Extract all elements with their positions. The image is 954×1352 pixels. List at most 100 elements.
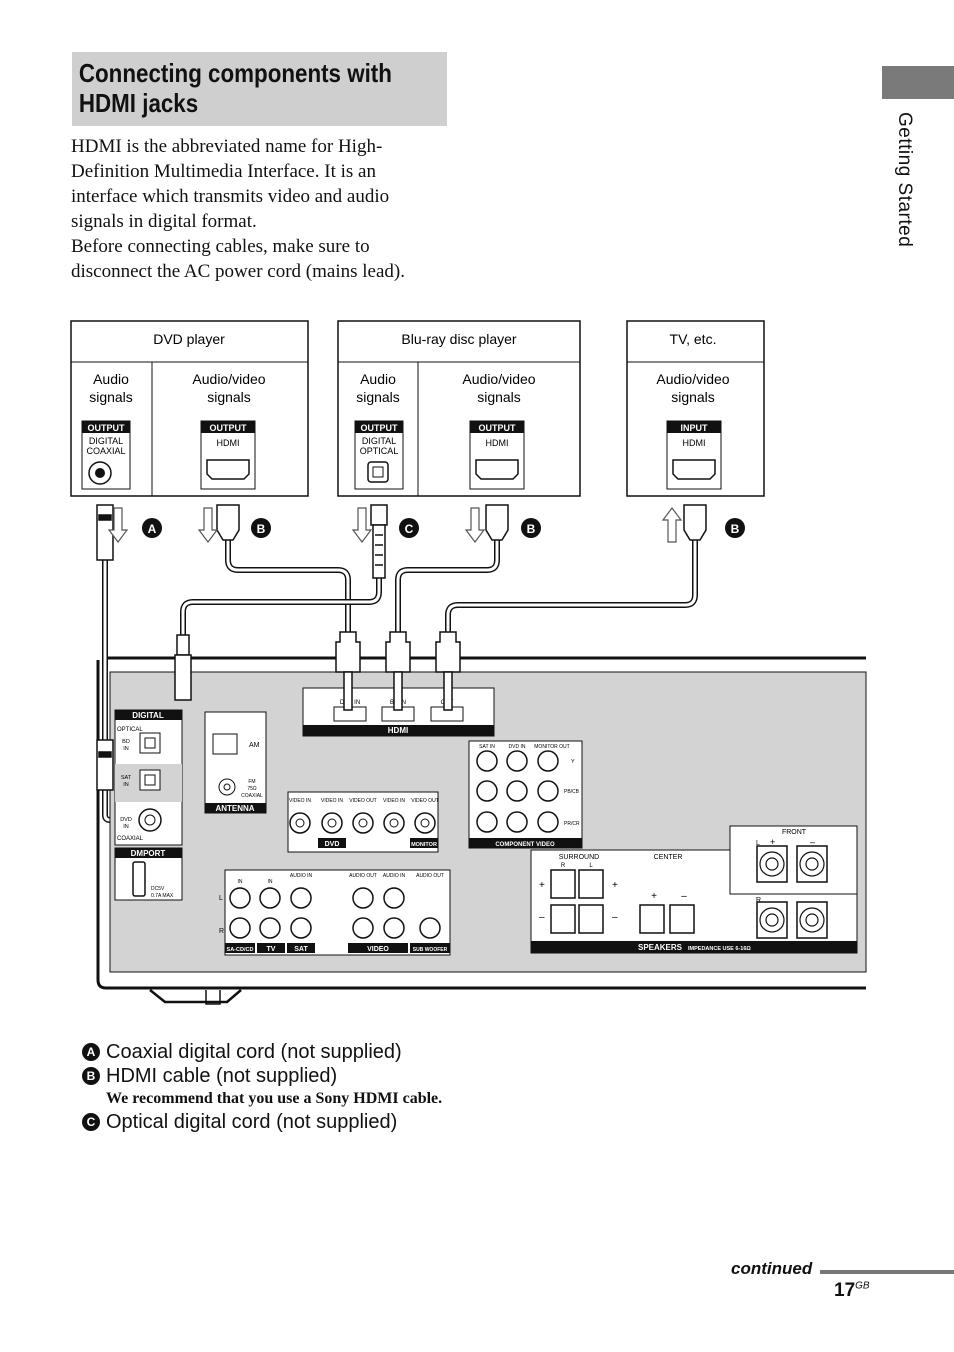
minus-label: – [539, 912, 545, 923]
tv-box: TV, etc. Audio/video signals INPUT HDMI [626, 320, 765, 497]
l-label: L [756, 840, 760, 847]
tv-label: TV, etc. [670, 331, 717, 347]
minus-label: – [612, 912, 618, 923]
receiver-rear-panel: HDMI DVD IN BD IN OUT DIGITAL OPTICAL BD… [96, 656, 867, 1005]
cable-plugs-top [96, 504, 707, 579]
tv-av-label: Audio/video [656, 371, 729, 387]
plus-label: + [539, 880, 545, 891]
intro-paragraph-1: HDMI is the abbreviated name for High- D… [71, 134, 451, 234]
component-video-jacks: COMPONENT VIDEO SAT IN DVD IN MONITOR OU… [468, 740, 583, 849]
bluray-output-tag: OUTPUT [361, 423, 399, 433]
optical-cable [180, 575, 382, 638]
legend-c-text: Optical digital cord (not supplied) [106, 1110, 398, 1133]
digital-label: DIGITAL [132, 711, 164, 720]
jack-label: VIDEO OUT [349, 798, 377, 804]
badge-a: A [148, 522, 157, 536]
dvd-audio-label-2: signals [89, 389, 133, 405]
badge-c-icon: C [82, 1113, 100, 1131]
component-video-label: COMPONENT VIDEO [495, 842, 555, 848]
audio-jacks: SA-CD/CD TV SAT VIDEO SUB WOOFER L R IN … [219, 869, 451, 956]
dvd-player-label: DVD player [153, 331, 225, 347]
arrow-down-icon [197, 507, 219, 543]
group-label: VIDEO [367, 946, 389, 953]
hdmi-cable-bluray [395, 537, 500, 638]
jack-label: VIDEO OUT [411, 798, 439, 804]
intro-paragraph-2: Before connecting cables, make sure to d… [71, 234, 451, 284]
sat-in-label: SAT [121, 775, 132, 781]
cable-legend: A Coaxial digital cord (not supplied) B … [82, 1040, 442, 1134]
impedance-label: IMPEDANCE USE 6-16Ω [688, 946, 751, 952]
badge-b: B [527, 522, 536, 536]
jack-label: AUDIO OUT [349, 873, 377, 879]
group-label: SA-CD/CD [227, 947, 254, 953]
am-label: AM [249, 742, 260, 749]
chapter-tab [882, 66, 954, 99]
comp-row: PR/CR [564, 821, 580, 827]
r-label: R [756, 897, 761, 904]
legend-item-b: B HDMI cable (not supplied) [82, 1064, 442, 1088]
bluray-jack-type: DIGITAL [362, 436, 396, 446]
comp-head: DVD IN [509, 744, 526, 750]
hdmi-cable-dvd [225, 537, 351, 638]
badge-b: B [257, 522, 266, 536]
arrow-down-icon [107, 507, 129, 543]
arrow-down-icon [351, 507, 373, 543]
l-label: L [589, 863, 593, 869]
intro-line: interface which transmits video and audi… [71, 186, 390, 207]
plus-label: + [770, 837, 775, 847]
group-label: TV [267, 946, 276, 953]
dvd-output-tag: OUTPUT [88, 423, 126, 433]
badge-b-icon: B [82, 1067, 100, 1085]
signal-arrows [107, 507, 683, 543]
hdmi-cable-tv [445, 537, 698, 638]
group-label: SAT [294, 946, 308, 953]
section-title: Connecting components with HDMI jacks [72, 52, 456, 124]
plus-label: + [651, 891, 657, 902]
intro-line: disconnect the AC power cord (mains lead… [71, 261, 405, 282]
dvd-in-label: DVD [120, 817, 132, 823]
jack-label: VIDEO IN [383, 798, 405, 804]
antenna-label: ANTENNA [215, 804, 254, 813]
dvd-hdmi-type: HDMI [217, 438, 240, 448]
dvd-jack-type-2: COAXIAL [86, 446, 125, 456]
video-jacks: DVD MONITOR VIDEO IN VIDEO IN VIDEO OUT … [287, 791, 439, 853]
cable-plugs-receiver [96, 631, 461, 791]
jack-label: VIDEO IN [321, 798, 343, 804]
legend-b-text: HDMI cable (not supplied) [106, 1064, 338, 1087]
legend-item-a: A Coaxial digital cord (not supplied) [82, 1040, 442, 1064]
cable-badges: A B C B B [142, 518, 745, 538]
fm-label-3: COAXIAL [241, 793, 263, 799]
title-line-1: Connecting components with [78, 58, 392, 88]
arrow-down-icon [464, 507, 486, 543]
page-number-value: 17 [834, 1280, 856, 1301]
arrow-up-icon [661, 507, 683, 543]
minus-label: – [810, 837, 815, 847]
r-label: R [561, 863, 566, 869]
group-label: MONITOR [411, 842, 437, 848]
jack-label: IN [238, 879, 243, 885]
comp-row: PB/CB [564, 789, 580, 795]
tv-hdmi-type: HDMI [683, 438, 706, 448]
dvd-av-label-2: signals [207, 389, 251, 405]
dmport-label: DMPORT [131, 849, 166, 858]
dvd-audio-label: Audio [93, 371, 129, 387]
hdmi-block-label: HDMI [388, 726, 408, 735]
section-title-box: Connecting components with HDMI jacks [72, 52, 447, 126]
hdmi-jack-icon [672, 459, 716, 480]
hdmi-jack-icon [206, 459, 250, 480]
dvd-jack-type: DIGITAL [89, 436, 123, 446]
bluray-av-label: Audio/video [462, 371, 535, 387]
badge-b: B [731, 522, 740, 536]
bluray-hdmi-tag: OUTPUT [479, 423, 517, 433]
bluray-audio-label-2: signals [356, 389, 400, 405]
bluray-player-label: Blu-ray disc player [401, 331, 516, 347]
chapter-label: Getting Started [894, 112, 915, 248]
dvd-player-box: DVD player Audio signals Audio/video sig… [70, 320, 309, 497]
bd-in-label-2: IN [123, 746, 129, 752]
legend-b-note: We recommend that you use a Sony HDMI ca… [106, 1090, 443, 1107]
sat-in-label-2: IN [123, 782, 129, 788]
center-label: CENTER [654, 854, 683, 861]
page-suffix: GB [855, 1280, 870, 1292]
jack-label: VIDEO IN [289, 798, 311, 804]
bluray-av-label-2: signals [477, 389, 521, 405]
